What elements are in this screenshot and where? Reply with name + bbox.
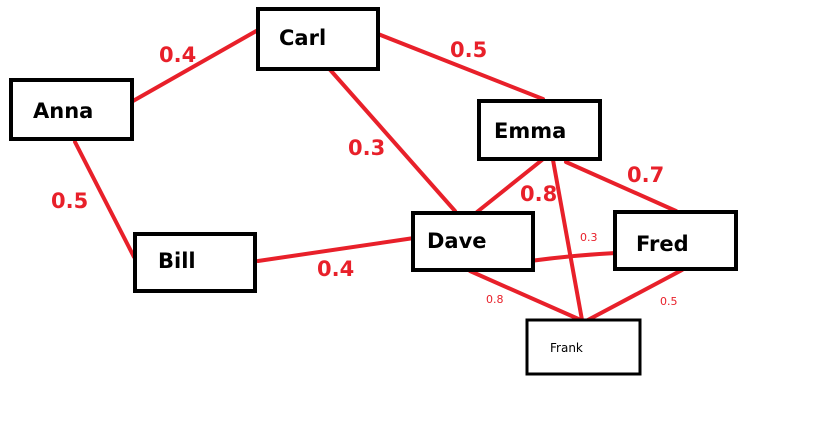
node-carl-box xyxy=(256,7,380,71)
node-anna-label: Anna xyxy=(33,99,93,123)
edge-label-anna-bill: 0.5 xyxy=(51,189,88,213)
edge-bill-dave xyxy=(256,236,416,263)
edge-label-anna-carl: 0.4 xyxy=(159,43,196,67)
node-anna-box xyxy=(9,78,134,141)
node-carl[interactable]: Carl xyxy=(256,7,380,71)
edge-label-emma-dave: 0.8 xyxy=(520,182,557,206)
edge-label-bill-dave: 0.4 xyxy=(317,257,354,281)
edge-dave-fred xyxy=(528,251,618,263)
node-emma-label: Emma xyxy=(494,119,566,143)
edge-anna-carl xyxy=(131,28,260,103)
edge-label-fred-frank: 0.5 xyxy=(660,295,678,308)
edge-emma-fred xyxy=(564,160,678,213)
edge-carl-emma xyxy=(376,32,545,101)
node-carl-label: Carl xyxy=(279,26,326,50)
edge-label-emma-fred: 0.7 xyxy=(627,163,664,187)
node-dave-box xyxy=(411,211,535,272)
node-fred-box xyxy=(613,210,738,271)
node-fred[interactable]: Fred xyxy=(613,210,738,271)
node-frank-box xyxy=(525,318,642,376)
edges-layer xyxy=(73,28,684,323)
node-bill-label: Bill xyxy=(158,249,196,273)
node-dave[interactable]: Dave xyxy=(411,211,535,272)
edge-label-carl-emma: 0.5 xyxy=(450,38,487,62)
edge-label-carl-dave: 0.3 xyxy=(348,136,385,160)
node-emma-box xyxy=(477,99,602,161)
edge-fred-frank xyxy=(584,268,684,323)
edge-emma-dave xyxy=(475,158,544,214)
edge-carl-dave xyxy=(323,62,457,213)
node-frank[interactable]: Frank xyxy=(525,318,642,376)
node-anna[interactable]: Anna xyxy=(9,78,134,141)
edge-label-dave-frank: 0.8 xyxy=(486,293,504,306)
node-fred-label: Fred xyxy=(636,232,689,256)
edge-labels-layer: 0.4 0.5 0.3 0.5 0.4 0.7 0.8 0.3 0.8 0.5 xyxy=(51,38,678,308)
node-frank-label: Frank xyxy=(550,341,583,355)
edge-label-dave-fred: 0.3 xyxy=(580,231,598,244)
node-dave-label: Dave xyxy=(427,229,487,253)
node-bill-box xyxy=(133,232,257,293)
edge-anna-bill xyxy=(73,140,136,259)
node-emma[interactable]: Emma xyxy=(477,99,602,161)
edge-emma-frank xyxy=(551,158,584,322)
nodes-layer: Anna Carl Bill Emma Dave Fred Frank xyxy=(9,7,738,376)
node-bill[interactable]: Bill xyxy=(133,232,257,293)
edge-dave-frank xyxy=(468,269,585,323)
